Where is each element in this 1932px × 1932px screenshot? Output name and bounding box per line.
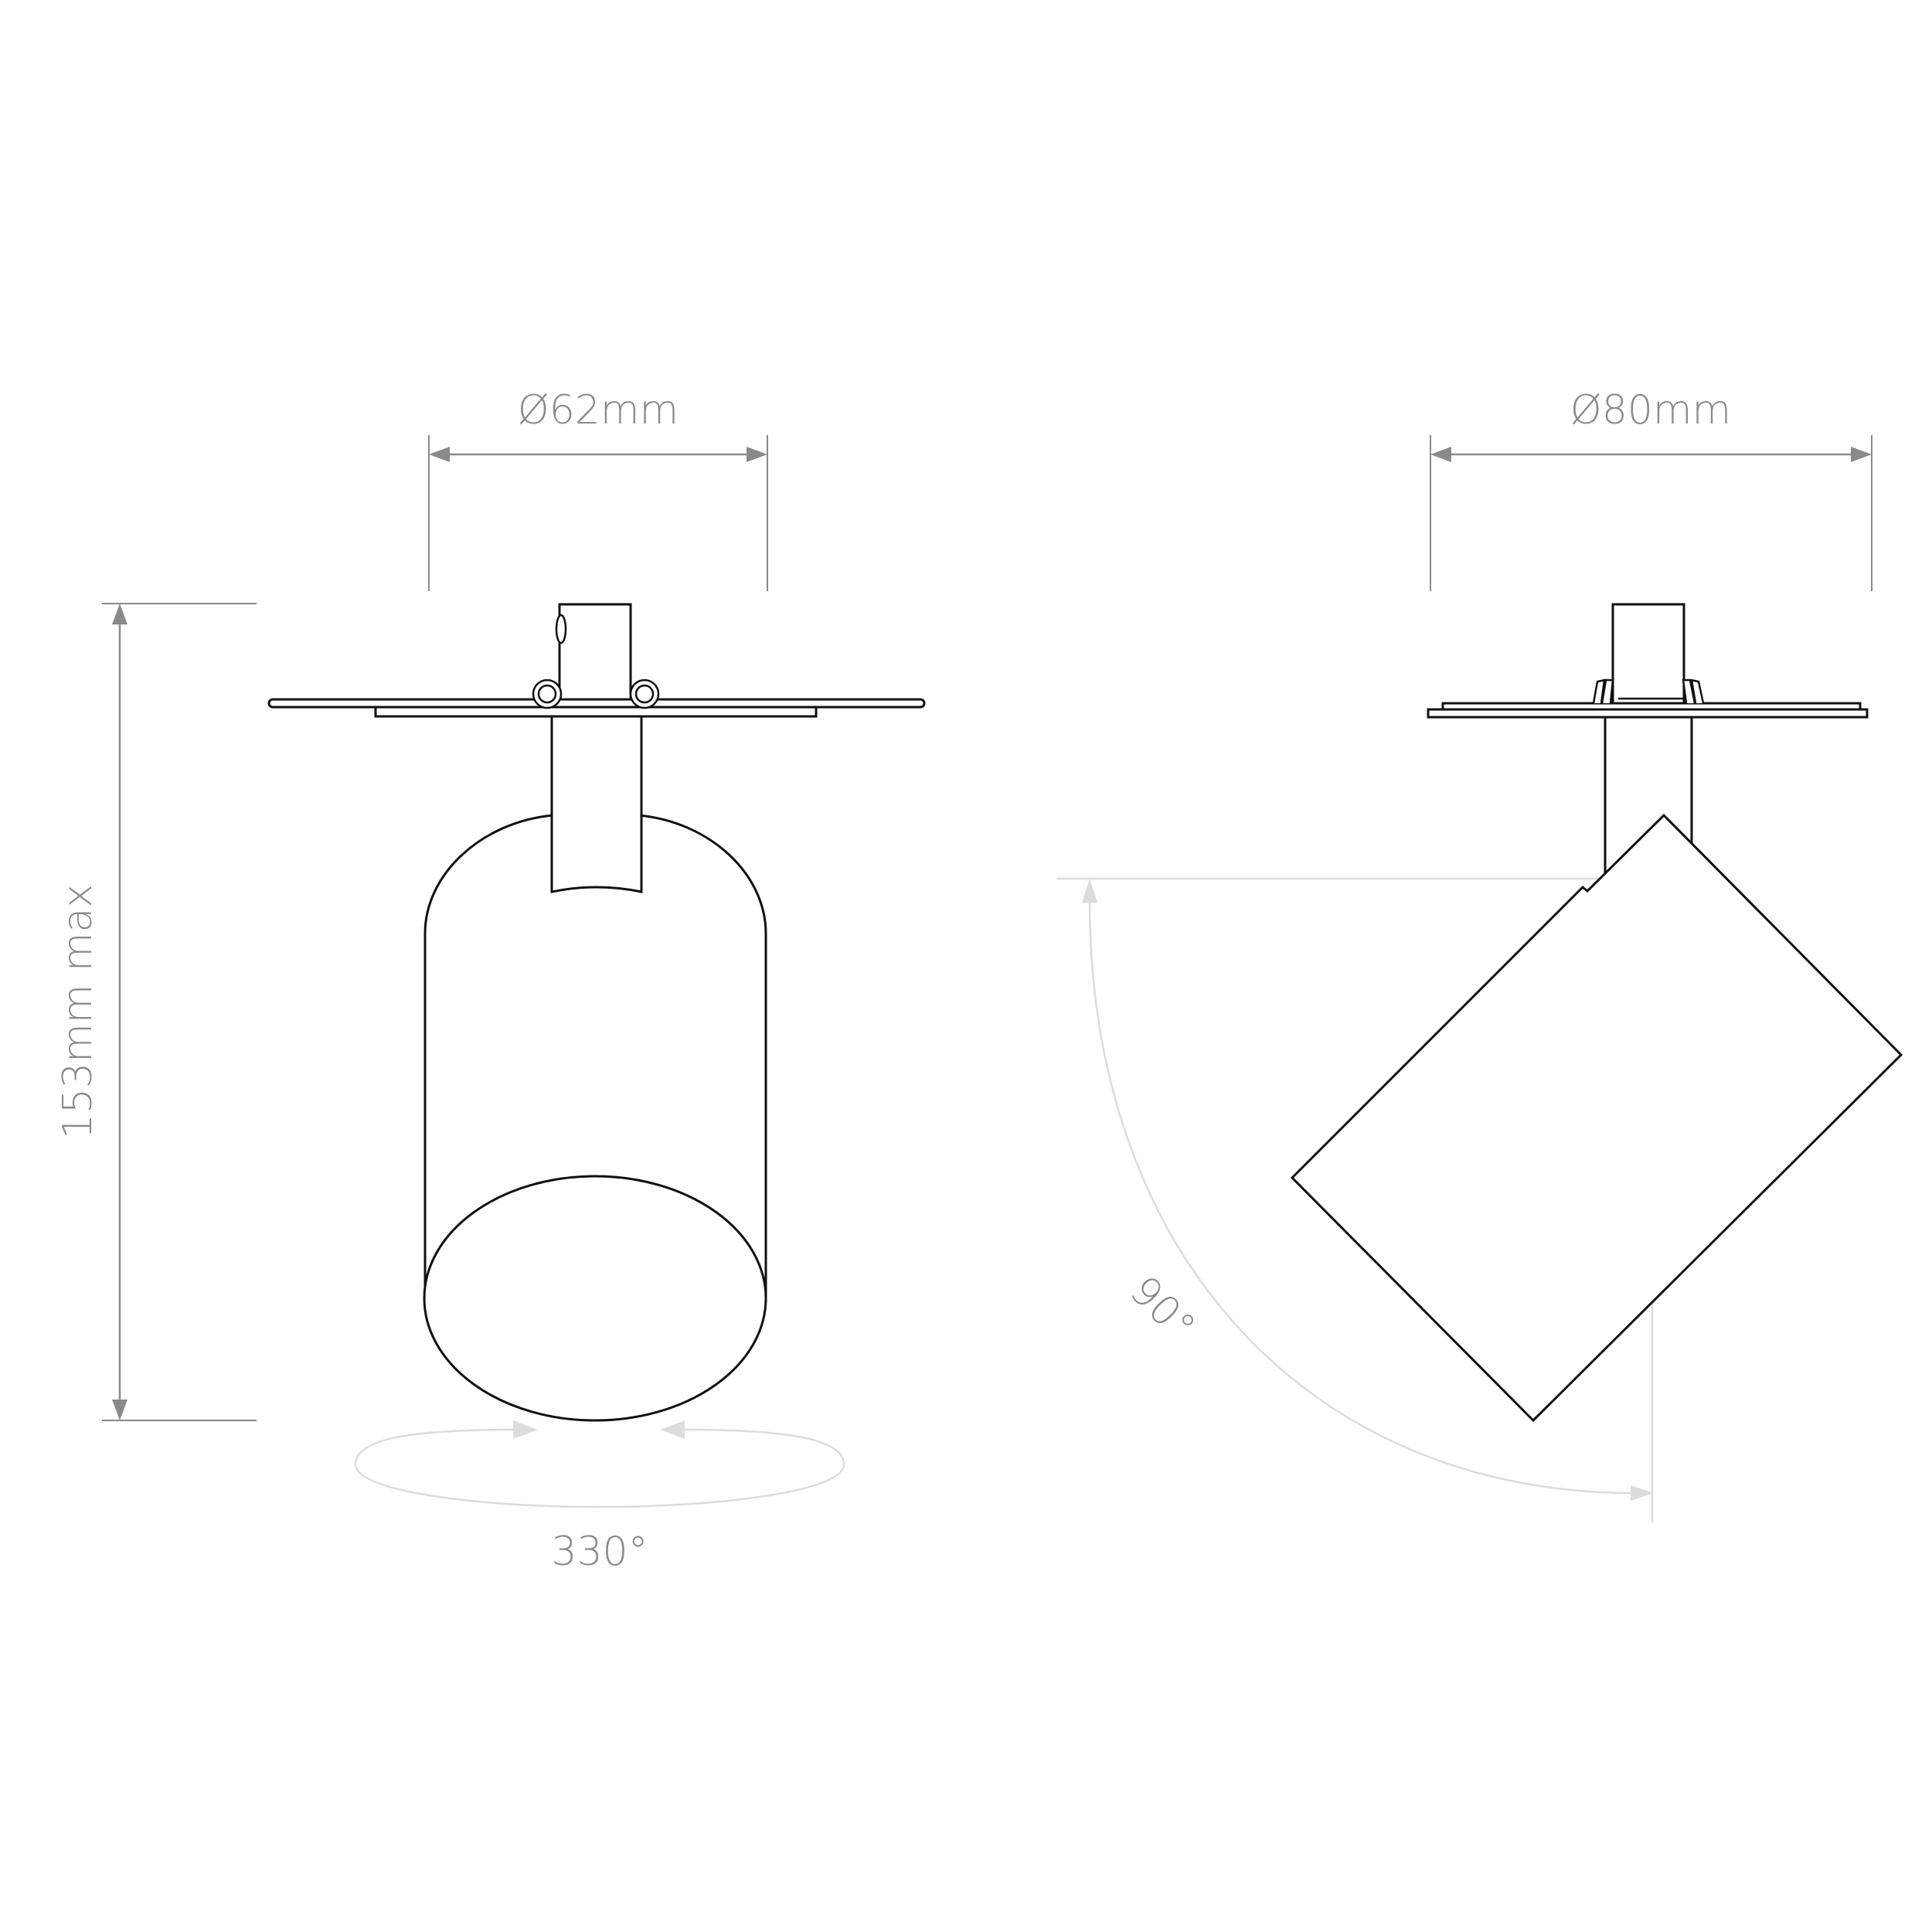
front-width-dimension: Ø62mm <box>428 387 768 591</box>
side-mounting-plate <box>1427 679 1869 719</box>
front-height-label: 153mm max <box>55 884 101 1139</box>
front-lamp-body <box>423 715 767 1422</box>
side-spigot <box>1611 603 1685 705</box>
side-width-label: Ø80mm <box>1570 387 1731 434</box>
side-lamp-head <box>1290 813 1903 1423</box>
front-height-dimension: 153mm max <box>55 603 257 1421</box>
front-rotation-indicator: 330° <box>354 1420 845 1575</box>
front-spigot <box>555 603 632 714</box>
front-width-label: Ø62mm <box>518 387 679 434</box>
side-view: Ø80mm 90° <box>1056 387 1903 1522</box>
rotation-label: 330° <box>551 1529 648 1575</box>
tilt-label: 90° <box>1121 1267 1204 1351</box>
front-mounting-plate <box>267 679 926 718</box>
side-width-dimension: Ø80mm <box>1430 387 1872 591</box>
front-view: Ø62mm 153mm max <box>55 387 926 1575</box>
